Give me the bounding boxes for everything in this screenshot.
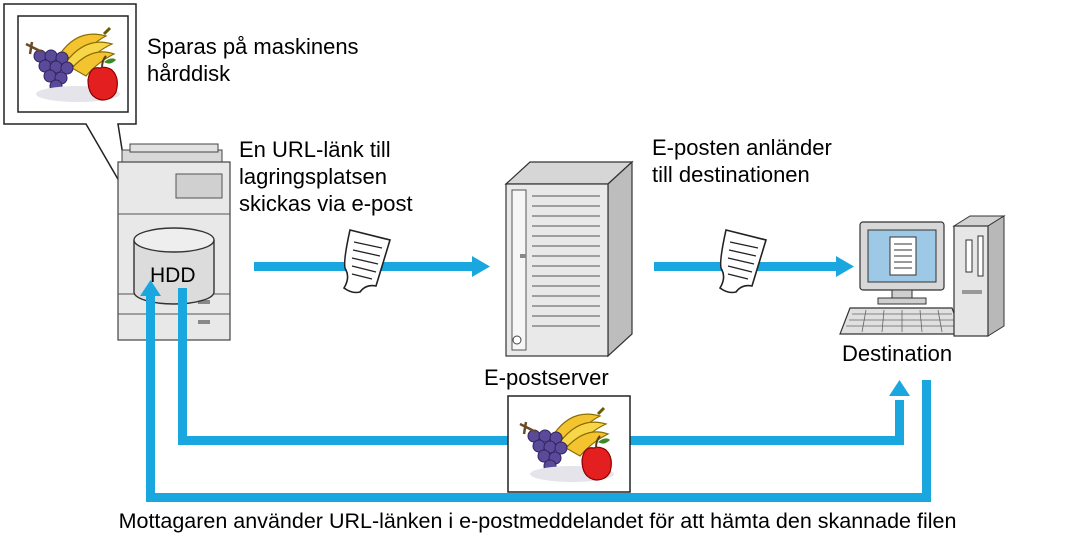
shared-image-card: [507, 395, 631, 493]
saved-line-2: hårddisk: [147, 61, 231, 86]
desktop-computer-icon: [839, 215, 1006, 337]
url-line-3: skickas via e-post: [239, 191, 413, 216]
url-line-1: En URL-länk till: [239, 137, 391, 162]
hdd-label: HDD: [150, 264, 196, 287]
tower-server-icon: [504, 160, 634, 358]
arrive-line-1: E-posten anländer: [652, 135, 832, 160]
url-line-2: lagringsplatsen: [239, 164, 387, 189]
destination-label: Destination: [842, 341, 953, 366]
arrive-line-2: till destinationen: [652, 162, 810, 187]
email-document-icon: [343, 229, 391, 294]
email-document-icon: [719, 229, 767, 294]
saved-line-1: Sparas på maskinens: [147, 34, 359, 59]
caption: Mottagaren använder URL-länken i e-postm…: [118, 509, 957, 533]
saved-image-callout: [3, 3, 137, 201]
server-label: E-postserver: [484, 365, 609, 390]
